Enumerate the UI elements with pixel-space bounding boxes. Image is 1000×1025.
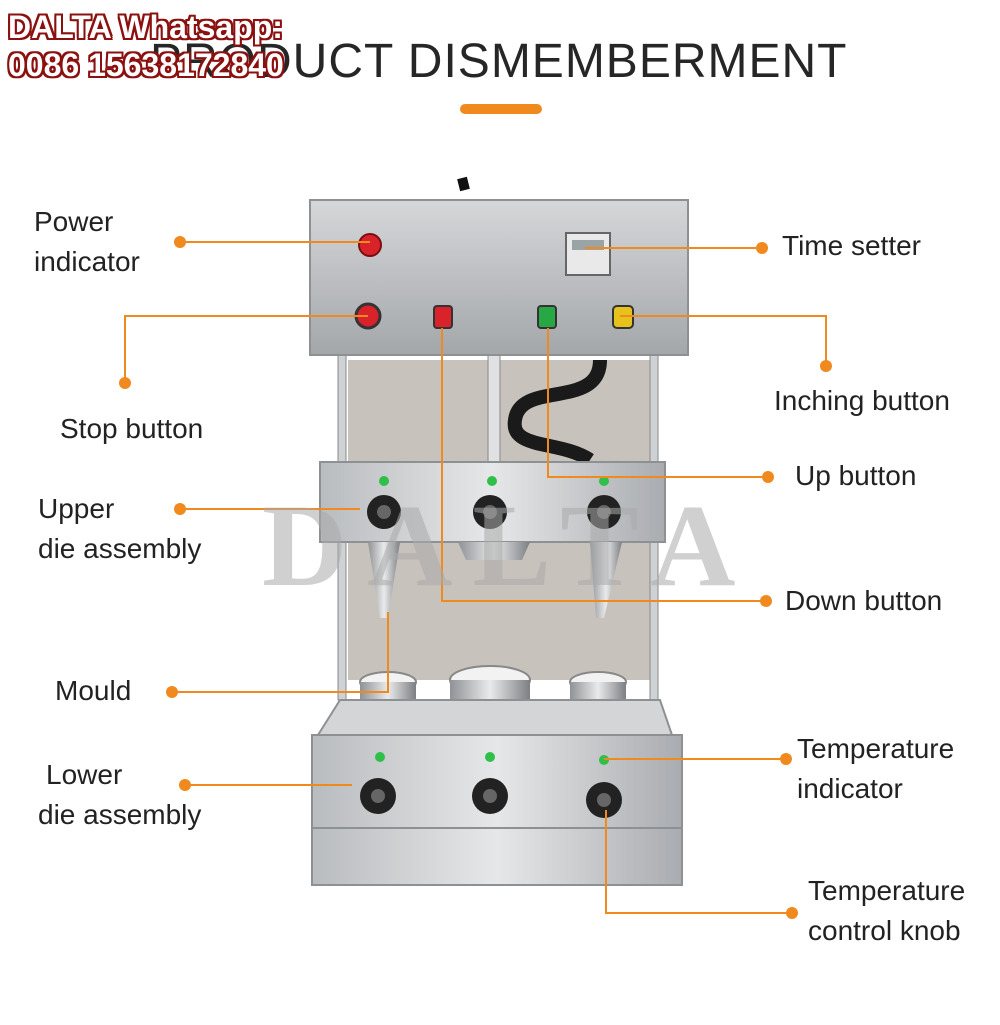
label-line: die assembly [38,795,201,835]
label-line: indicator [797,769,954,809]
contact-line-2: 0086 15638172840 [8,46,284,84]
label-lower-die: Lower die assembly [38,755,201,835]
label-line: Upper [38,489,201,529]
watermark: DALTA [262,478,755,614]
label-inching-button: Inching button [774,381,950,421]
control-box [310,200,688,355]
label-mould: Mould [55,671,131,711]
label-temperature-knob: Temperature control knob [808,871,965,951]
contact-line-1: DALTA Whatsapp: [8,8,284,46]
down-button-knob [434,306,452,328]
label-down-button: Down button [785,581,942,621]
label-line: indicator [34,242,140,282]
label-upper-die: Upper die assembly [38,489,201,569]
time-setter-display [566,233,610,275]
power-indicator-lamp [359,234,381,256]
label-line: Power [34,202,140,242]
label-line: Lower [38,755,201,795]
label-power-indicator: Power indicator [34,202,140,282]
label-temperature-indicator: Temperature indicator [797,729,954,809]
label-up-button: Up button [795,456,916,496]
title-underline [460,104,542,114]
lower-top-plate [318,700,672,735]
center-pillar [488,355,500,465]
label-time-setter: Time setter [782,226,921,266]
contact-overlay: DALTA Whatsapp: 0086 15638172840 [8,8,284,84]
label-line: control knob [808,911,965,951]
up-button-knob [538,306,556,328]
label-stop-button: Stop button [60,409,203,449]
label-line: Temperature [808,871,965,911]
label-line: die assembly [38,529,201,569]
label-line: Temperature [797,729,954,769]
power-plug [462,178,465,190]
